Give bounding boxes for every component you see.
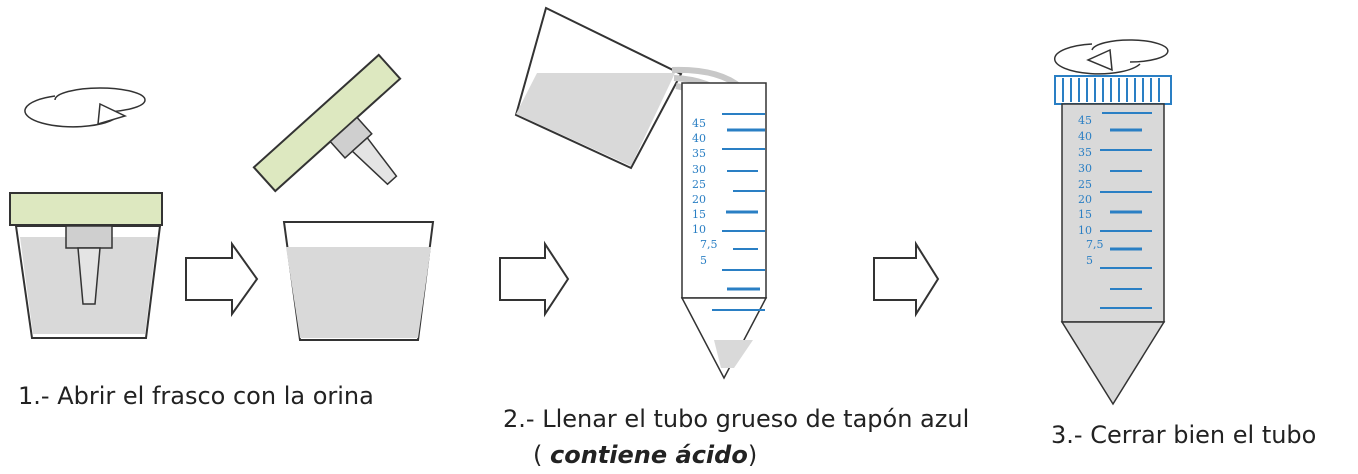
scale-label: 35 <box>1078 146 1092 159</box>
right-arrow-icon <box>873 240 940 318</box>
graduated-tube: 45 40 35 30 25 20 15 10 7,5 5 <box>680 82 768 380</box>
scale-label: 25 <box>1078 178 1092 191</box>
note-open: ( <box>533 441 550 469</box>
scale-label: 30 <box>1078 162 1092 175</box>
rotate-arrow-icon <box>1086 48 1113 72</box>
scale-label: 45 <box>692 117 706 130</box>
step-2-note: ( contiene ácido) <box>533 441 757 469</box>
scale-label: 10 <box>1078 224 1092 237</box>
step-text: Cerrar bien el tubo <box>1090 421 1317 449</box>
note-close: ) <box>747 441 758 469</box>
closed-tube: 45 40 35 30 25 20 15 10 7,5 5 <box>1054 39 1172 406</box>
scale-label: 25 <box>692 178 706 191</box>
scale-label: 20 <box>1078 193 1092 206</box>
scale-label: 40 <box>692 132 706 145</box>
scale-label: 5 <box>700 254 707 267</box>
scale-label: 10 <box>692 223 706 236</box>
step-text: Abrir el frasco con la orina <box>57 382 374 410</box>
jar-lid <box>9 192 163 226</box>
step-text: Llenar el tubo grueso de tapón azul <box>542 405 970 433</box>
scale-label: 40 <box>1078 130 1092 143</box>
scale-label: 15 <box>692 208 706 221</box>
right-arrow-icon <box>499 240 570 318</box>
step-1-caption: 1.- Abrir el frasco con la orina <box>18 382 374 410</box>
step-number: 2.- <box>503 405 535 433</box>
step-2-caption: 2.- Llenar el tubo grueso de tapón azul <box>503 405 969 433</box>
scale-label: 45 <box>1078 114 1092 127</box>
acid-warning: contiene ácido <box>550 441 748 469</box>
blue-cap <box>1054 75 1172 105</box>
step-3-caption: 3.- Cerrar bien el tubo <box>1051 421 1316 449</box>
rotate-arrow-icon <box>97 102 128 126</box>
closed-urine-jar <box>9 87 163 339</box>
step-number: 1.- <box>18 382 50 410</box>
scale-label: 35 <box>692 147 706 160</box>
open-urine-jar <box>252 53 435 341</box>
scale-label: 7,5 <box>700 238 718 251</box>
scale-label: 15 <box>1078 208 1092 221</box>
scale-label: 20 <box>692 193 706 206</box>
scale-label: 30 <box>692 163 706 176</box>
pouring-container <box>514 6 683 170</box>
step-number: 3.- <box>1051 421 1083 449</box>
right-arrow-icon <box>185 240 259 318</box>
scale-label: 7,5 <box>1086 238 1104 251</box>
scale-label: 5 <box>1086 254 1093 267</box>
